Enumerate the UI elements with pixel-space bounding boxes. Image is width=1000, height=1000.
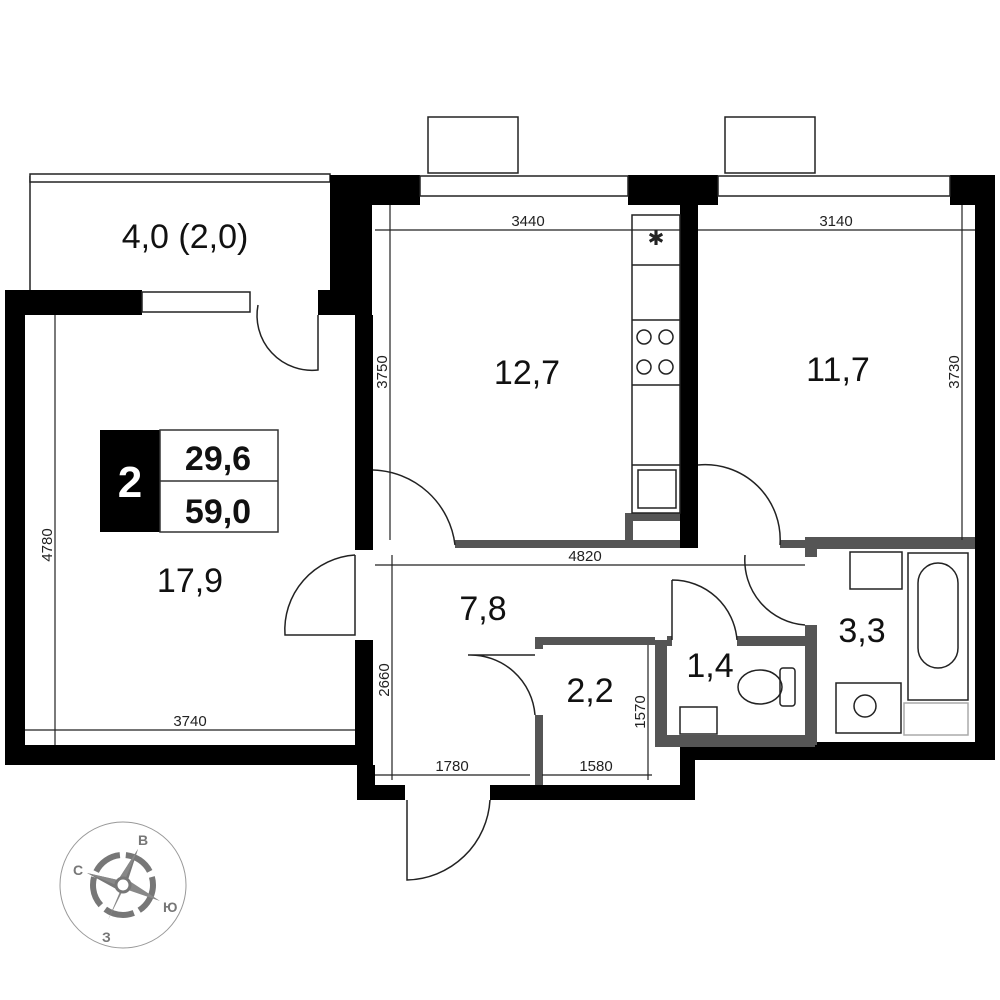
total-area: 59,0 [185, 493, 251, 531]
apartment-badge: 2 29,6 59,0 [100, 429, 279, 533]
compass-north: С [73, 862, 83, 878]
compass-west: З [102, 929, 111, 945]
ac-unit-kitchen [427, 116, 519, 174]
area-bedroom: 11,7 [806, 351, 870, 389]
area-bathroom: 3,3 [838, 612, 885, 650]
living-area: 29,6 [185, 440, 251, 478]
area-hallway: 7,8 [459, 590, 506, 628]
window-kitchen [419, 175, 629, 197]
kitchen-counter [631, 214, 681, 514]
dim-living-depth: 4780 [39, 528, 56, 561]
doors [256, 304, 806, 881]
fridge-icon: ✱ [648, 228, 665, 250]
compass-icon: С В Ю З [59, 821, 187, 949]
area-kitchen: 12,7 [494, 354, 560, 392]
bathroom-fixtures [679, 551, 969, 736]
compass-south: Ю [163, 899, 177, 915]
dim-kitchen-width: 3440 [511, 213, 544, 230]
area-balcony: 4,0 (2,0) [122, 218, 249, 256]
dim-hall-length: 4820 [568, 548, 601, 565]
dim-bedroom-width: 3140 [819, 213, 852, 230]
area-storage: 2,2 [566, 672, 613, 710]
window-bedroom [717, 175, 951, 197]
dim-storage-depth: 1570 [632, 695, 649, 728]
dim-hall-depth: 2660 [376, 663, 393, 696]
area-living-room: 17,9 [157, 562, 223, 600]
dim-kitchen-depth: 3750 [374, 355, 391, 388]
dim-bedroom-depth: 3730 [946, 355, 963, 388]
dimension-lines [25, 205, 975, 780]
dim-living-width: 3740 [173, 713, 206, 730]
rooms-count: 2 [118, 458, 142, 507]
exterior-walls [5, 175, 995, 800]
compass-east: В [138, 832, 148, 848]
dim-entry-width: 1780 [435, 758, 468, 775]
dim-storage-width: 1580 [579, 758, 612, 775]
partitions [455, 513, 975, 785]
area-toilet: 1,4 [686, 647, 733, 685]
ac-unit-bedroom [724, 116, 816, 174]
